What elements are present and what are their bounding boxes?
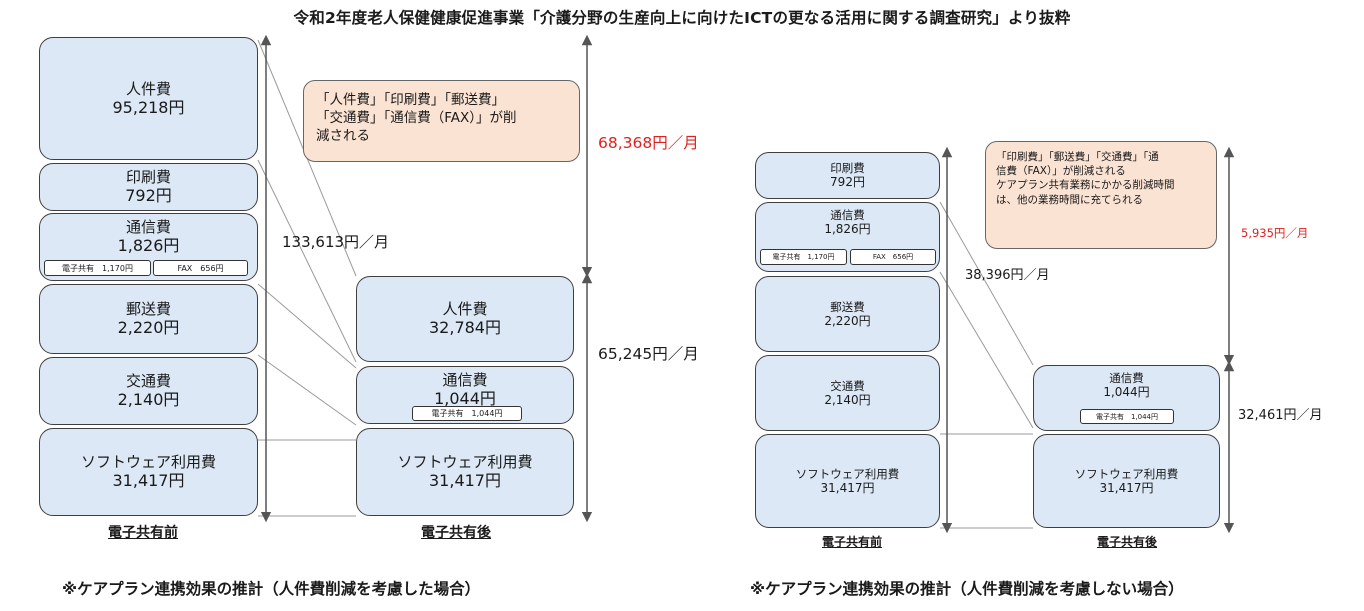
box-label: ソフトウェア利用費 [1074,466,1179,481]
box-label: 人件費 [442,300,488,319]
left-before-software-box: ソフトウェア利用費 31,417円 [39,428,258,516]
left-before-insatsu-box: 印刷費 792円 [39,163,258,211]
box-value: 2,220円 [117,318,180,338]
right-after-axis-label: 電子共有後 [1097,535,1158,549]
right-before-tsushin-tag-fax: FAX 656円 [850,249,936,265]
box-label: ソフトウェア利用費 [80,453,216,472]
right-before-insatsu-box: 印刷費 792円 [755,152,940,199]
box-value: 792円 [830,175,865,190]
left-note-box: 「人件費」「印刷費」「郵送費」 「交通費」「通信費（FAX）」が削 減される [303,80,580,162]
box-value: 1,826円 [117,236,180,256]
page-title: 令和2年度老人保健健康促進事業「介護分野の生産向上に向けたICTの更なる活用に関… [293,9,1071,27]
box-label: 印刷費 [125,168,171,187]
left-total-after: 65,245円／月 [598,345,699,363]
left-before-axis-label: 電子共有前 [108,525,178,541]
left-before-kotsu-box: 交通費 2,140円 [39,357,258,425]
box-value: 32,784円 [429,318,501,338]
left-before-tsushin-tag-fax: FAX 656円 [153,260,248,276]
box-label: ソフトウェア利用費 [397,453,533,472]
box-value: 2,220円 [824,313,871,328]
box-label: 交通費 [830,378,865,393]
box-label: 通信費 [1109,371,1144,385]
left-after-jinkenhi-box: 人件費 32,784円 [356,276,574,362]
left-after-software-box: ソフトウェア利用費 31,417円 [356,428,574,516]
right-before-yuso-box: 郵送費 2,220円 [755,276,940,352]
right-before-software-box: ソフトウェア利用費 31,417円 [755,434,940,528]
box-label: 通信費 [125,218,171,236]
box-value: 2,140円 [117,390,180,410]
box-value: 95,218円 [112,97,185,117]
left-caption: ※ケアプラン連携効果の推計（人件費削減を考慮した場合） [62,580,481,598]
right-before-axis-label: 電子共有前 [822,535,883,549]
right-total-after: 32,461円／月 [1238,408,1323,423]
left-before-yuso-box: 郵送費 2,220円 [39,284,258,354]
left-after-axis-label: 電子共有後 [421,525,491,541]
box-value: 1,044円 [434,389,496,409]
box-label: 郵送費 [830,299,865,314]
right-after-tsushin-tag: 電子共有 1,044円 [1080,409,1174,424]
box-value: 1,826円 [824,222,871,237]
right-before-tsushin-tag-denshi: 電子共有 1,170円 [760,249,847,265]
box-label: 交通費 [125,372,171,391]
right-before-kotsu-box: 交通費 2,140円 [755,355,940,431]
box-value: 31,417円 [429,471,501,491]
box-label: 郵送費 [125,300,171,319]
left-after-tsushin-tag: 電子共有 1,044円 [412,406,522,421]
right-note-box: 「印刷費」「郵送費」「交通費」「通 信費（FAX）」が削減される ケアプラン共有… [985,141,1217,249]
box-label: ソフトウェア利用費 [795,466,900,481]
box-label: 人件費 [125,79,171,98]
left-after-tsushin-box: 通信費 1,044円 [356,366,574,424]
right-caption: ※ケアプラン連携効果の推計（人件費削減を考慮しない場合） [750,580,1184,598]
left-total-before: 133,613円／月 [282,233,390,251]
box-value: 792円 [125,186,172,206]
box-value: 31,417円 [1099,480,1154,495]
left-before-jinkenhi-box: 人件費 95,218円 [39,37,258,160]
box-value: 31,417円 [820,480,875,495]
box-label: 通信費 [830,208,865,222]
right-total-before: 38,396円／月 [965,268,1050,283]
box-label: 印刷費 [830,161,865,176]
box-label: 通信費 [442,371,488,389]
box-value: 1,044円 [1103,385,1150,400]
left-reduction-amount: 68,368円／月 [598,134,699,152]
box-value: 2,140円 [824,392,871,407]
left-before-tsushin-tag-denshi: 電子共有 1,170円 [44,260,151,276]
right-after-software-box: ソフトウェア利用費 31,417円 [1033,434,1220,528]
right-reduction-amount: 5,935円／月 [1241,226,1309,240]
box-value: 31,417円 [112,471,185,491]
